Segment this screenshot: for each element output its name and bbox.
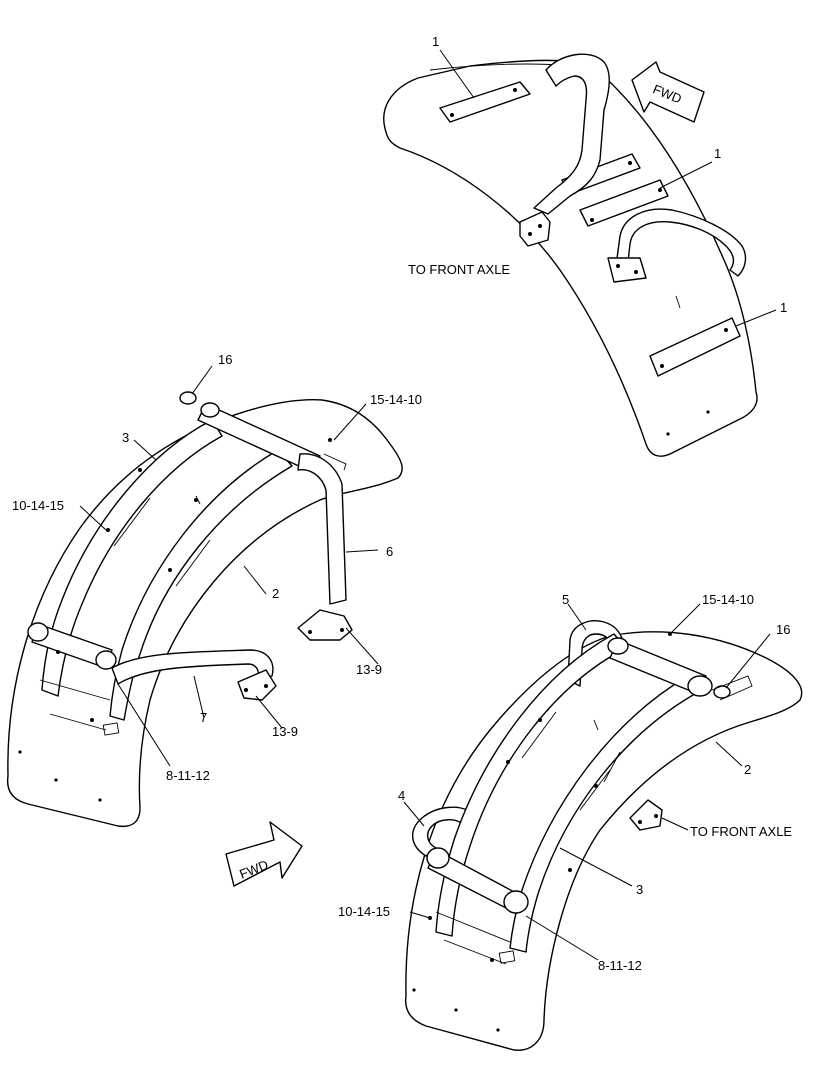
right-label-16: 16 xyxy=(776,622,790,637)
right-label-5: 5 xyxy=(562,592,569,607)
left-label-10-14-15: 10-14-15 xyxy=(12,498,64,513)
left-label-13-9-a: 13-9 xyxy=(356,662,382,677)
left-label-6: 6 xyxy=(386,544,393,559)
right-axle-bracket xyxy=(629,799,663,831)
top-support-tube xyxy=(533,53,610,215)
right-label-8-11-12: 8-11-12 xyxy=(598,958,642,973)
top-label-1b: 1 xyxy=(714,146,721,161)
right-label-10-14-15: 10-14-15 xyxy=(338,904,390,919)
right-axle-label: TO FRONT AXLE xyxy=(690,824,792,839)
top-fender-body xyxy=(383,59,758,457)
top-side-bracket xyxy=(607,257,647,283)
right-rail-inner xyxy=(509,675,703,953)
right-fender-body xyxy=(404,631,803,1051)
top-plate-c xyxy=(579,179,669,227)
left-pin-16 xyxy=(179,391,197,405)
left-label-15-14-10: 15-14-10 xyxy=(370,392,422,407)
top-label-1c: 1 xyxy=(780,300,787,315)
left-fender-body xyxy=(6,399,403,828)
top-plate-d xyxy=(649,317,741,377)
right-label-2: 2 xyxy=(744,762,751,777)
top-axle-label: TO FRONT AXLE xyxy=(408,262,510,277)
left-label-13-9-b: 13-9 xyxy=(272,724,298,739)
right-rail-outer xyxy=(435,633,627,937)
right-fender-assembly: 5 15-14-10 16 2 4 TO FRONT AXLE 3 10-14-… xyxy=(338,592,803,1051)
left-bracket-13-9-a xyxy=(297,609,353,641)
left-label-16: 16 xyxy=(218,352,232,367)
left-rail-inner xyxy=(109,449,293,721)
left-label-2: 2 xyxy=(272,586,279,601)
left-label-7: 7 xyxy=(200,710,207,725)
left-rail-outer xyxy=(41,419,223,697)
top-fwd-arrow: FWD xyxy=(631,61,705,123)
top-fender-assembly: FWD 1 1 1 TO FRONT AXLE xyxy=(383,34,787,457)
right-label-3: 3 xyxy=(636,882,643,897)
top-plate-a xyxy=(439,81,531,123)
right-label-15-14-10: 15-14-10 xyxy=(702,592,754,607)
left-label-8-11-12: 8-11-12 xyxy=(166,768,210,783)
left-label-3: 3 xyxy=(122,430,129,445)
bottom-fwd-arrow: FWD xyxy=(225,821,303,887)
top-side-tube xyxy=(615,208,747,277)
left-fender-assembly: 16 15-14-10 3 10-14-15 6 2 13-9 7 13-9 8… xyxy=(6,352,422,828)
left-tube-6 xyxy=(297,453,347,605)
right-label-4: 4 xyxy=(398,788,405,803)
top-axle-bracket xyxy=(519,211,551,247)
top-label-1a: 1 xyxy=(432,34,439,49)
left-bracket-13-9-b xyxy=(237,669,277,701)
